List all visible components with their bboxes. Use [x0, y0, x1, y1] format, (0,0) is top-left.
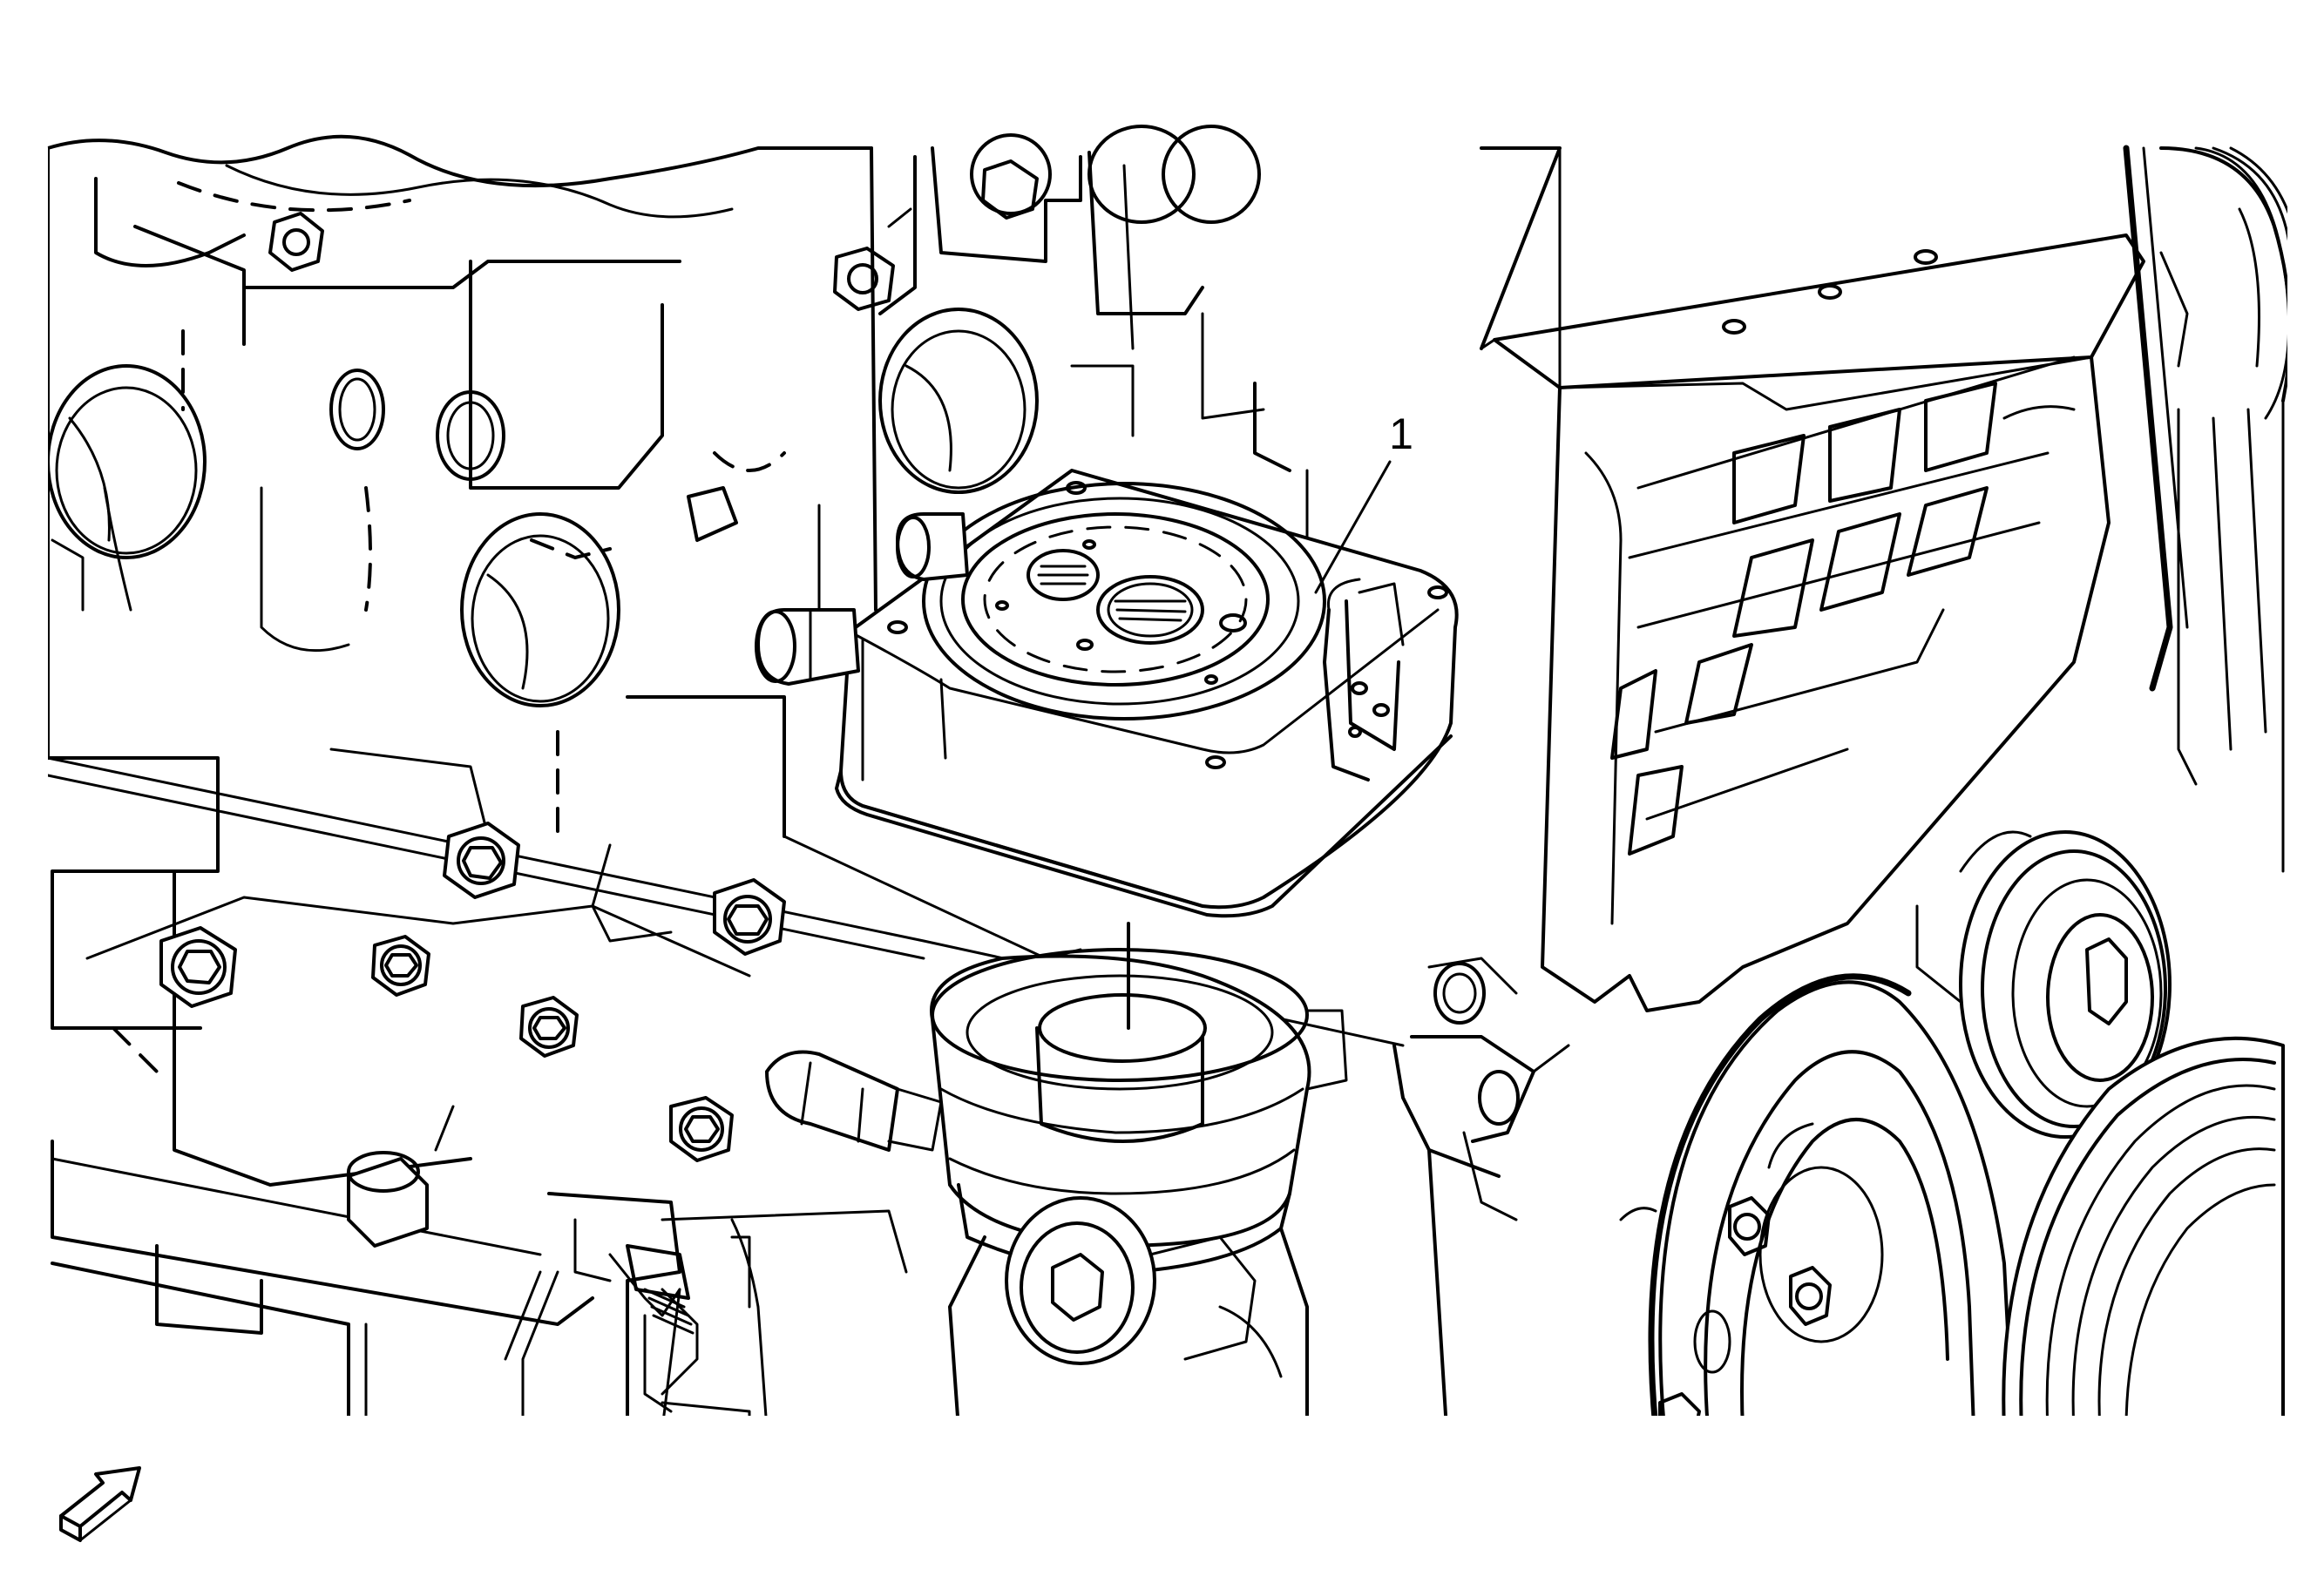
bolt	[159, 926, 237, 1008]
bolt	[371, 935, 430, 997]
crankshaft-pulley	[1619, 973, 2015, 1432]
accessory-bracket	[1410, 146, 2145, 1221]
bolt	[713, 878, 786, 956]
oil-cooler	[755, 469, 1459, 918]
bolt	[669, 1096, 734, 1162]
crop-border	[22, 135, 2314, 1442]
callout-label-1: 1	[1389, 409, 1413, 458]
drive-belt	[2123, 145, 2302, 873]
spring-clip	[643, 1288, 694, 1335]
bolt	[347, 1151, 429, 1248]
callout-1: 1	[1314, 409, 1413, 594]
idler-pulley	[1915, 830, 2172, 1139]
bolt	[443, 822, 520, 899]
drain-plug	[1005, 1196, 1156, 1365]
bolt	[519, 996, 579, 1058]
oil-cooler-adapter	[930, 948, 1501, 1431]
view-direction-arrow-icon	[59, 1466, 141, 1542]
lower-block	[46, 756, 1405, 1431]
accessory-pulley	[2002, 1036, 2285, 1431]
engine-block	[46, 125, 1309, 1030]
